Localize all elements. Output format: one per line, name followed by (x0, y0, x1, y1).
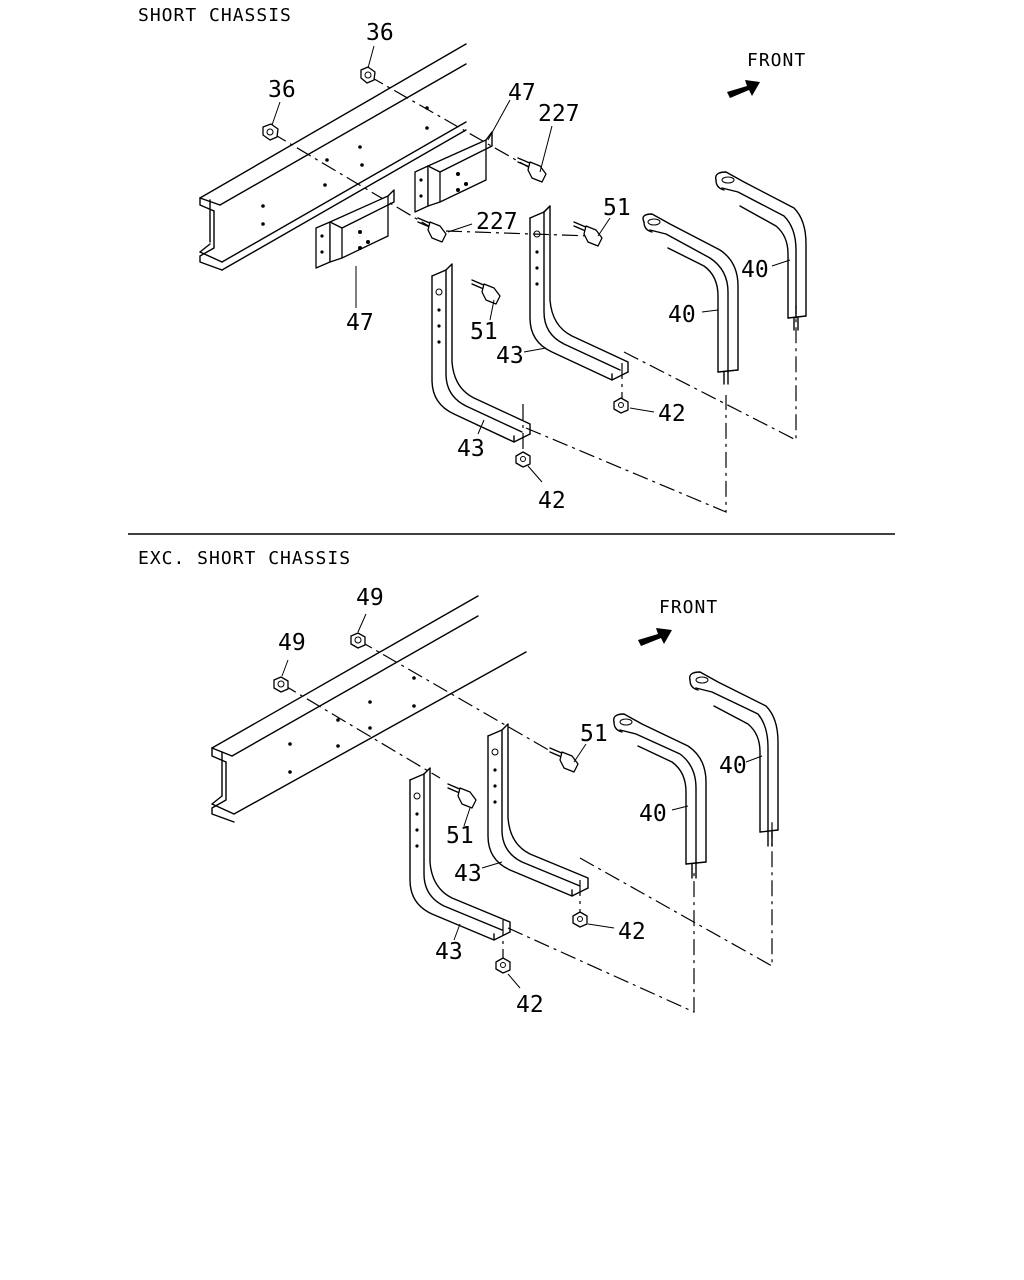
callout-label: 49 (356, 585, 384, 611)
bolt-51-upper (549, 747, 579, 773)
callout-label: 49 (278, 630, 306, 656)
callout-label: 51 (603, 195, 631, 221)
hanger-43-lower (431, 263, 531, 443)
hanger-43-upper (487, 723, 589, 897)
section-title: SHORT CHASSIS (138, 5, 292, 26)
front-label: FRONT (747, 50, 806, 71)
nut-49-b (350, 632, 366, 649)
nut-49-a (273, 676, 289, 693)
callout-label: 47 (508, 80, 536, 106)
callout-label: 43 (457, 436, 485, 462)
nut-36-b (360, 66, 376, 84)
callout-label: 51 (580, 721, 608, 747)
front-arrow-icon (638, 628, 672, 646)
callout-label: 51 (470, 319, 498, 345)
strap-40-front (613, 713, 707, 879)
callout-label: 42 (658, 401, 686, 427)
strap-40-front (642, 213, 739, 385)
strap-40-rear (689, 671, 779, 847)
hanger-43-lower (409, 767, 511, 941)
bolt-51-lower (447, 783, 477, 809)
callout-label: 36 (268, 77, 296, 103)
callout-label: 42 (618, 919, 646, 945)
nut-42-upper (613, 397, 629, 414)
callout-label: 40 (639, 801, 667, 827)
callout-label: 36 (366, 20, 394, 46)
callout-label: 42 (516, 992, 544, 1018)
callout-label: 42 (538, 488, 566, 514)
bolt-227-lower (417, 217, 447, 243)
front-arrow-icon (727, 80, 760, 98)
front-label: FRONT (659, 597, 718, 618)
nut-42-lower (495, 957, 511, 974)
callout-label: 227 (476, 209, 518, 235)
callout-label: 43 (435, 939, 463, 965)
bracket-47-upper (414, 131, 493, 213)
callout-label: 47 (346, 310, 374, 336)
callout-label: 227 (538, 101, 580, 127)
frame-rail (211, 595, 527, 823)
nut-42-lower (515, 451, 531, 468)
bolt-51-upper (573, 221, 603, 247)
bolt-227-upper (517, 157, 547, 183)
callout-label: 40 (719, 753, 747, 779)
nut-36-a (262, 123, 279, 141)
callout-label: 43 (496, 343, 524, 369)
frame-rail (199, 43, 467, 271)
callout-label: 40 (668, 302, 696, 328)
hanger-43-upper (529, 205, 629, 381)
nut-42-upper (572, 911, 588, 928)
callout-label: 51 (446, 823, 474, 849)
strap-40-rear (715, 171, 807, 331)
callout-label: 43 (454, 861, 482, 887)
bracket-47-lower (315, 189, 395, 269)
bolt-51-lower (471, 279, 501, 305)
callout-label: 40 (741, 257, 769, 283)
section-title: EXC. SHORT CHASSIS (138, 548, 351, 569)
section-exc-short-chassis: EXC. SHORT CHASSIS FRONT (138, 548, 779, 1018)
section-short-chassis: SHORT CHASSIS FRONT (138, 5, 807, 514)
